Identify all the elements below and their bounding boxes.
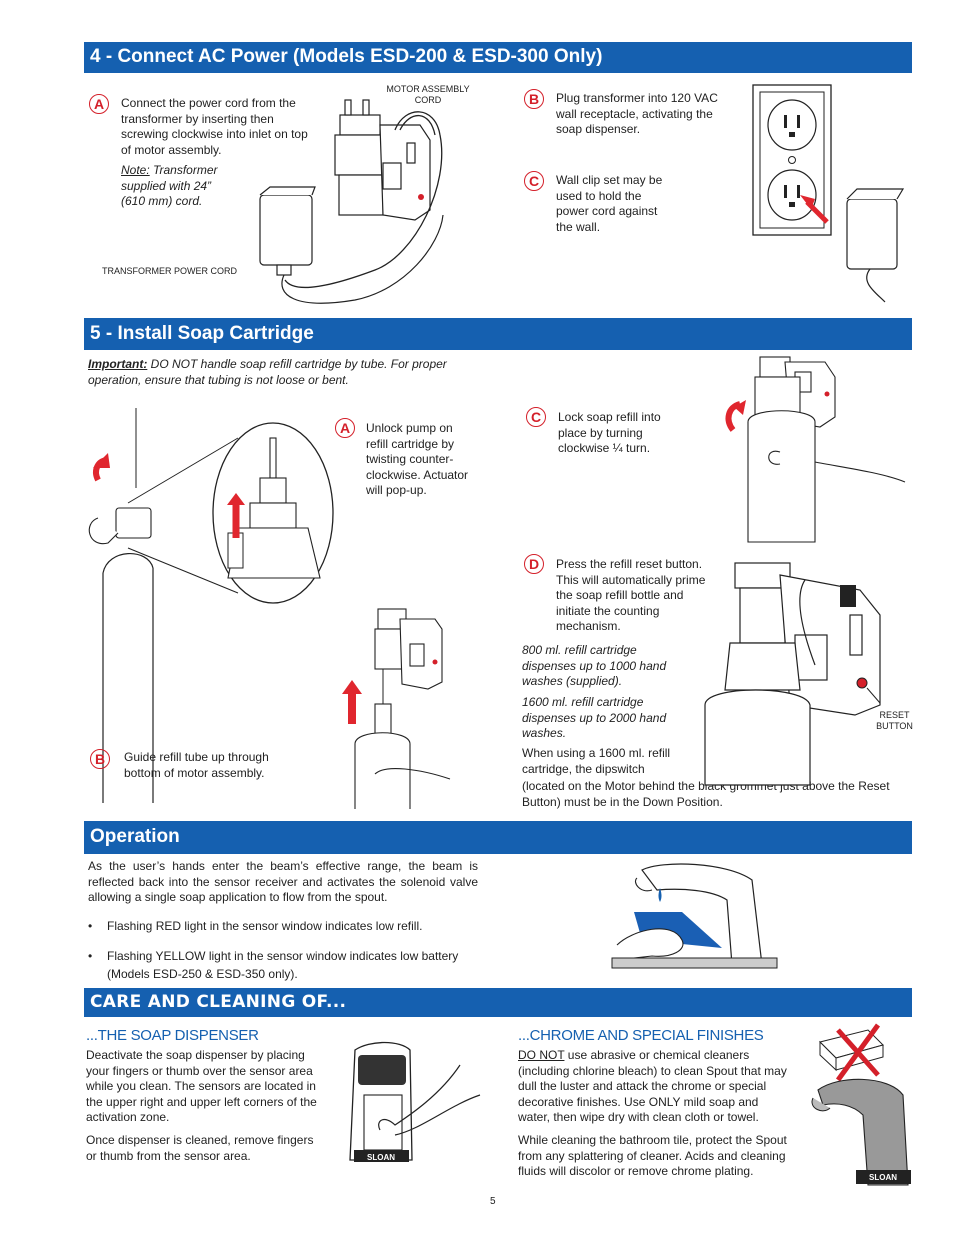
note: Note: Transformer supplied with 24” (610…: [121, 163, 236, 210]
page-number: 5: [490, 1196, 496, 1207]
note-label: Note:: [121, 163, 150, 177]
operation-bullet-2: • Flashing YELLOW light in the sensor wi…: [88, 947, 468, 983]
faucet-sensor-illustration: [611, 863, 778, 969]
important-text: DO NOT handle soap refill cartridge by t…: [88, 357, 447, 387]
operation-intro: As the user’s hands enter the beam’s eff…: [88, 859, 478, 904]
do-not-lead: DO NOT: [518, 1048, 565, 1062]
step5-d-text: Press the refill reset button. This will…: [556, 557, 706, 633]
care-right-p1: DO NOT use abrasive or chemical cleaners…: [518, 1048, 793, 1126]
operation-header: Operation: [84, 821, 912, 854]
section-5-header: 5 - Install Soap Cartridge: [84, 318, 912, 350]
guide-tube-illustration: [342, 608, 451, 809]
step5-c-badge: C: [526, 407, 546, 427]
step5-a-badge: A: [335, 418, 355, 438]
care-right-p2: While cleaning the bathroom tile, protec…: [518, 1133, 787, 1178]
reset-button-label: RESET BUTTON: [876, 710, 913, 731]
refill-note-1600: 1600 ml. refill cartridge dispenses up t…: [522, 695, 667, 740]
bullet-2-text: Flashing YELLOW light in the sensor wind…: [107, 949, 459, 981]
step-c-text: Wall clip set may be used to hold the po…: [556, 173, 663, 234]
dispenser-brand-text: SLOAN: [367, 1153, 395, 1162]
care-left-p1: Deactivate the soap dispenser by placing…: [86, 1048, 317, 1124]
operation-bullet-1: • Flashing RED light in the sensor windo…: [88, 919, 478, 935]
step-c-badge: C: [524, 171, 544, 191]
bullet-1-text: Flashing RED light in the sensor window …: [107, 919, 423, 933]
step-b-text: Plug transformer into 120 VAC wall recep…: [556, 91, 718, 136]
step5-d-badge: D: [524, 554, 544, 574]
section-4-header: 4 - Connect AC Power (Models ESD-200 & E…: [84, 42, 912, 73]
chrome-faucet-illustration: SLOAN: [811, 1023, 911, 1186]
motor-transformer-illustration: [259, 99, 444, 304]
wall-outlet-illustration: [752, 84, 905, 303]
lock-refill-illustration: [725, 356, 906, 543]
section-5-title: 5 - Install Soap Cartridge: [90, 323, 314, 344]
note-text: Transformer supplied with 24” (610 mm) c…: [121, 163, 218, 208]
step5-c-text: Lock soap refill into place by turning c…: [558, 410, 661, 455]
care-header: CARE AND CLEANING OF...: [84, 988, 912, 1017]
care-title: CARE AND CLEANING OF...: [90, 992, 347, 1012]
dispenser-cleaning-illustration: SLOAN: [349, 1041, 481, 1162]
reset-button-illustration: [704, 562, 881, 786]
care-left-p2: Once dispenser is cleaned, remove finger…: [86, 1133, 314, 1163]
cartridge-unlock-illustration: [88, 408, 334, 803]
care-right-p1-text: use abrasive or chemical cleaners (inclu…: [518, 1048, 787, 1124]
step5-a-text: Unlock pump on refill cartridge by twist…: [366, 421, 469, 497]
dipswitch-note: When using a 1600 ml. refill cartridge, …: [522, 746, 671, 776]
important-note: Important: DO NOT handle soap refill car…: [88, 357, 458, 388]
important-label: Important:: [88, 357, 148, 371]
step-a-badge: A: [89, 94, 109, 114]
care-left-heading: ...THE SOAP DISPENSER: [86, 1027, 259, 1044]
step-b-badge: B: [524, 89, 544, 109]
motor-assembly-label: MOTOR ASSEMBLY CORD: [386, 84, 470, 105]
bullet-2-marker: •: [88, 949, 93, 963]
faucet-brand-text: SLOAN: [869, 1173, 897, 1182]
operation-title: Operation: [90, 826, 180, 847]
care-right-heading: ...CHROME AND SPECIAL FINISHES: [518, 1027, 764, 1044]
transformer-label: TRANSFORMER POWER CORD: [102, 266, 237, 276]
bullet-1-marker: •: [88, 919, 93, 933]
refill-note-800: 800 ml. refill cartridge dispenses up to…: [522, 643, 667, 688]
step5-b-text: Guide refill tube up through bottom of m…: [124, 750, 269, 780]
section-4-title: 4 - Connect AC Power (Models ESD-200 & E…: [90, 46, 603, 67]
step-a-text: Connect the power cord from the transfor…: [121, 96, 308, 157]
step5-b-badge: B: [90, 749, 110, 769]
